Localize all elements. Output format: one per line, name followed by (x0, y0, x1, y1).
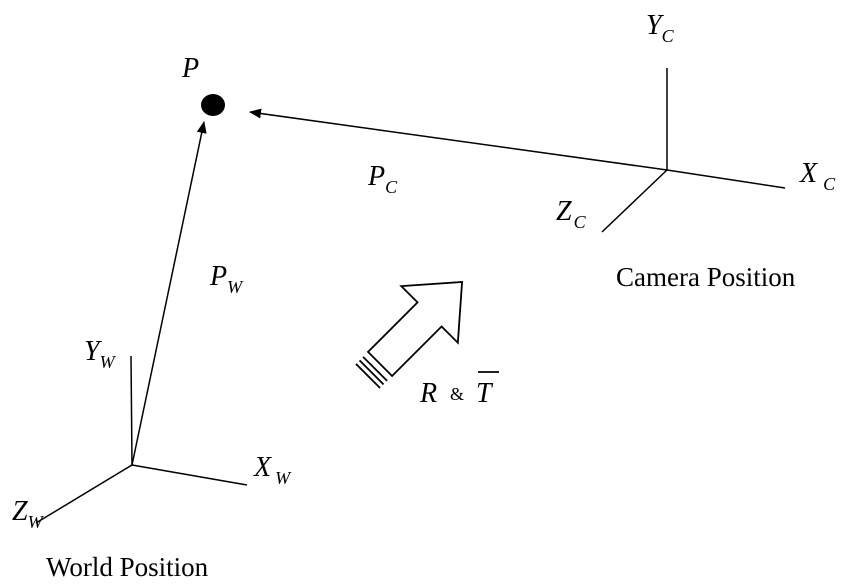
camera-frame (601, 68, 786, 233)
transform-label: R & T (419, 371, 499, 409)
world-y-axis-label: YW (84, 336, 117, 372)
world-vector-label: PW (209, 261, 244, 297)
world-y-axis (130, 355, 133, 466)
world-x-axis (131, 464, 248, 486)
point-p-dot (201, 94, 225, 116)
rotation-label: R (419, 378, 437, 409)
camera-vector-label: PC (367, 161, 398, 197)
transform-block-arrow (355, 280, 464, 389)
world-frame (35, 355, 248, 524)
world-position-caption: World Position (46, 552, 209, 582)
point-p-label: P (181, 53, 199, 84)
camera-position-caption: Camera Position (616, 262, 796, 292)
camera-x-axis (666, 169, 786, 189)
world-to-point-vector (131, 121, 207, 466)
world-z-axis-label: ZW (12, 496, 45, 532)
ampersand-label: & (450, 384, 464, 404)
camera-y-axis-label: YC (646, 10, 675, 46)
camera-z-axis (601, 169, 668, 233)
translation-label: T (476, 378, 494, 409)
camera-to-point-vector (249, 108, 668, 171)
world-z-axis (35, 464, 133, 524)
